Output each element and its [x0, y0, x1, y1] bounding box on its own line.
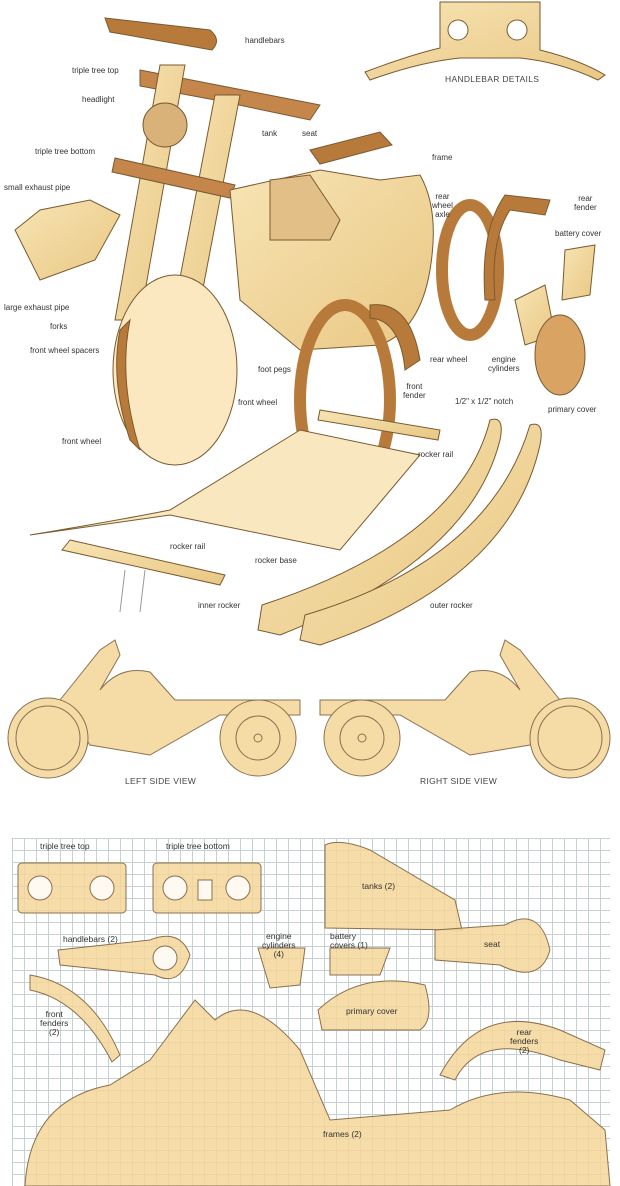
label-seat: seat [302, 129, 318, 138]
label-primary-cover: primary cover [548, 405, 597, 414]
label-front-wheel: front wheel [62, 437, 102, 446]
label-line: battery [330, 931, 356, 941]
label-line: covers (1) [330, 940, 368, 950]
label-line: (4) [273, 949, 284, 959]
label-inner-rocker: inner rocker [198, 601, 241, 610]
label-triple-tree-bottom: triple tree bottom [35, 147, 96, 156]
pattern-label-tanks: tanks (2) [362, 881, 396, 891]
label-outer-rocker: outer rocker [430, 601, 473, 610]
label-line: cylinders [262, 940, 296, 950]
label-triple-tree-top: triple tree top [72, 66, 119, 75]
caption-right-side-view: RIGHT SIDE VIEW [420, 776, 498, 786]
handlebar-detail [364, 1, 606, 81]
label-line: rear [516, 1027, 532, 1037]
label-handlebars: handlebars [245, 36, 285, 45]
label-line: fenders [510, 1036, 539, 1046]
label-line: (2) [518, 1045, 530, 1055]
pattern-label-triple-tree-bottom: triple tree bottom [166, 841, 230, 851]
pattern-label-triple-tree-top: triple tree top [40, 841, 90, 851]
label-rocker-rail: rocker rail [418, 450, 454, 459]
label-rocker-base: rocker base [255, 556, 297, 565]
label-forks: forks [50, 322, 68, 331]
label-line: axle [435, 210, 450, 219]
pattern-label-handlebars: handlebars (2) [63, 934, 118, 944]
label-line: engine [491, 355, 516, 364]
label-frame: frame [432, 153, 453, 162]
label-line: (2) [48, 1027, 60, 1037]
frame-pattern [24, 999, 611, 1186]
label-line: rear [578, 194, 593, 203]
pattern-label-seat: seat [484, 939, 501, 949]
label-line: front [406, 382, 423, 391]
label-line: rear [435, 192, 450, 201]
label-headlight: headlight [82, 95, 115, 104]
caption-left-side-view: LEFT SIDE VIEW [125, 776, 197, 786]
left-side-view [7, 639, 301, 779]
label-front-wheel-spacers: front wheel spacers [30, 346, 100, 355]
label-battery-cover: battery cover [555, 229, 602, 238]
label-rear-wheel: rear wheel [430, 355, 468, 364]
label-foot-pegs: foot pegs [258, 365, 291, 374]
label-line: wheel [432, 201, 453, 210]
label-line: fender [574, 203, 597, 212]
label-front-wheel: front wheel [238, 398, 278, 407]
right-side-view [319, 639, 611, 779]
label-line: cylinders [488, 364, 520, 373]
label-rocker-rail: rocker rail [170, 542, 206, 551]
front-wheel-part [112, 274, 238, 466]
pattern-label-frames: frames (2) [323, 1129, 362, 1139]
handlebars-part [104, 17, 217, 51]
label-tank: tank [262, 129, 278, 138]
label-line: fenders [40, 1018, 69, 1028]
outer-rocker-part [299, 423, 542, 646]
label-large-exhaust-pipe: large exhaust pipe [4, 303, 70, 312]
label-line: fender [403, 391, 426, 400]
pattern-label-primary-cover: primary cover [346, 1006, 398, 1016]
label-line: front [45, 1009, 63, 1019]
label-handlebar-details: HANDLEBAR DETAILS [445, 74, 540, 84]
label-notch: 1/2" x 1/2" notch [455, 397, 514, 406]
rocker-base-part [29, 429, 421, 551]
label-small-exhaust-pipe: small exhaust pipe [4, 183, 71, 192]
label-line: engine [266, 931, 292, 941]
